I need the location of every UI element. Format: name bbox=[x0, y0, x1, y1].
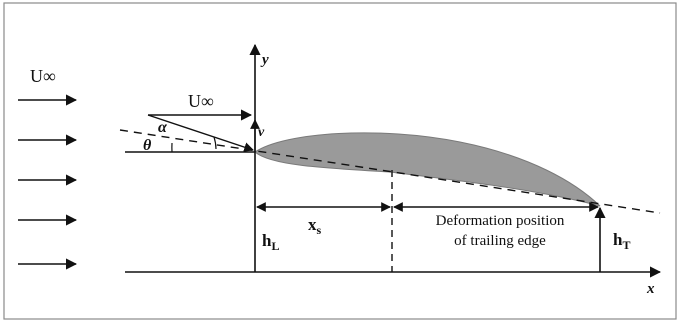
deformation-label-line1: Deformation position bbox=[436, 213, 565, 229]
figure-frame bbox=[3, 2, 677, 320]
alpha-arc bbox=[213, 136, 217, 150]
y-axis-label: y bbox=[260, 52, 269, 68]
freestream-label-top: U∞ bbox=[188, 91, 214, 111]
chord-line bbox=[119, 129, 661, 214]
v-label: v bbox=[258, 125, 265, 140]
freestream-label-left: U∞ bbox=[30, 66, 56, 86]
theta-label: θ bbox=[143, 137, 152, 154]
xs-label: xs bbox=[308, 215, 322, 237]
freestream-arrows bbox=[18, 94, 78, 270]
inclined-velocity-vector bbox=[147, 114, 254, 152]
deformation-label-line2: of trailing edge bbox=[454, 233, 546, 249]
hL-label: hL bbox=[262, 231, 279, 253]
hT-label: hT bbox=[613, 230, 630, 252]
alpha-label: α bbox=[158, 119, 168, 136]
airfoil-shape bbox=[254, 132, 601, 207]
x-axis-label: x bbox=[646, 281, 655, 297]
